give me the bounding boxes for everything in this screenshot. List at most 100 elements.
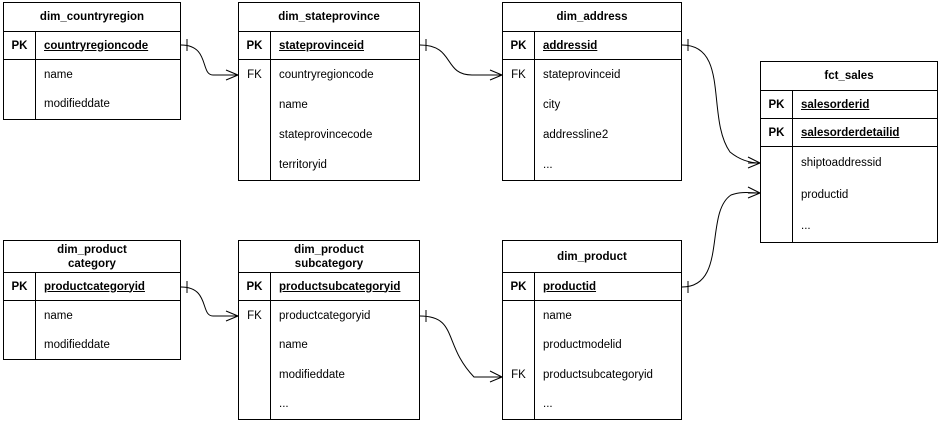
entity-title: fct_sales: [761, 62, 937, 91]
column-name: addressid: [534, 32, 681, 59]
key-column: FK: [239, 60, 270, 180]
entity-rows: PK addressid FK stateprovinceid city add…: [503, 32, 681, 180]
relationship-stateprovince-address[interactable]: [419, 39, 503, 81]
entity-fct-sales[interactable]: fct_sales PK salesorderid PK salesorderd…: [760, 61, 938, 243]
crows-foot-marker: [489, 69, 503, 81]
column-name: name: [279, 339, 308, 352]
relationship-countryregion-stateprovince[interactable]: [180, 39, 239, 81]
key-badge: [503, 90, 534, 120]
entity-dim-productsubcategory[interactable]: dim_product subcategory PK productsubcat…: [238, 240, 420, 420]
key-badge: FK: [511, 368, 526, 381]
column-name: ...: [543, 159, 553, 171]
column-name: modifieddate: [279, 368, 345, 381]
entity-rows: PK stateprovinceid FK countryregioncode …: [239, 32, 419, 180]
entity-dim-productcategory[interactable]: dim_product category PK productcategoryi…: [3, 240, 181, 360]
entity-title: dim_address: [503, 3, 681, 32]
key-badge: [239, 390, 270, 420]
edge-line: [180, 286, 238, 317]
entity-rows: PK productid FK name productmodelid prod…: [503, 273, 681, 419]
column-name: ...: [543, 398, 553, 411]
column-name: productsubcategoryid: [543, 368, 653, 381]
key-column: [761, 147, 792, 242]
key-badge: PK: [246, 39, 263, 52]
table-row-pk[interactable]: PK salesorderid: [761, 91, 937, 119]
table-row-pk[interactable]: PK productcategoryid: [4, 273, 180, 301]
attribute-rows: FK countryregioncode name stateprovincec…: [239, 60, 419, 180]
column-name: modifieddate: [44, 338, 110, 351]
entity-title: dim_product subcategory: [239, 241, 419, 273]
column-name: stateprovincecode: [279, 129, 373, 141]
column-name: name: [44, 68, 73, 81]
entity-title: dim_stateprovince: [239, 3, 419, 32]
entity-dim-address[interactable]: dim_address PK addressid FK stateprovinc…: [502, 2, 682, 181]
key-column: FK: [239, 301, 270, 419]
table-row-pk[interactable]: PK productid: [503, 273, 681, 301]
column-name: modifieddate: [44, 98, 110, 111]
key-column: FK: [503, 301, 534, 419]
attribute-rows: FK stateprovinceid city addressline2 ...: [503, 60, 681, 180]
column-name: productid: [801, 188, 849, 201]
crows-foot-marker: [225, 310, 239, 322]
key-badge: PK: [246, 280, 263, 293]
name-column: name productmodelid productsubcategoryid…: [534, 301, 681, 419]
crows-foot-marker: [747, 186, 761, 199]
key-badge: FK: [511, 69, 526, 81]
attribute-rows: FK name productmodelid productsubcategor…: [503, 301, 681, 419]
relationship-product-sales[interactable]: [681, 186, 761, 293]
key-badge: [239, 120, 270, 150]
entity-title: dim_countryregion: [4, 3, 180, 32]
column-name: productsubcategoryid: [270, 273, 419, 300]
entity-dim-stateprovince[interactable]: dim_stateprovince PK stateprovinceid FK …: [238, 2, 420, 181]
column-name: productid: [534, 273, 681, 300]
table-row-pk[interactable]: PK countryregioncode: [4, 32, 180, 60]
entity-rows: PK productcategoryid name modifieddate: [4, 273, 180, 359]
key-badge: [503, 331, 534, 361]
column-name: salesorderid: [792, 91, 937, 118]
table-row-pk[interactable]: PK productsubcategoryid: [239, 273, 419, 301]
entity-rows: PK countryregioncode name modifieddate: [4, 32, 180, 119]
relationship-productcategory-productsubcategory[interactable]: [180, 281, 239, 322]
relationship-productsubcategory-product[interactable]: [419, 310, 503, 383]
attribute-rows: FK productcategoryid name modifieddate .…: [239, 301, 419, 419]
entity-rows: PK productsubcategoryid FK productcatego…: [239, 273, 419, 419]
column-name: stateprovinceid: [543, 69, 621, 81]
key-badge: PK: [768, 126, 785, 139]
key-column: FK: [503, 60, 534, 180]
column-name: salesorderdetailid: [792, 119, 937, 146]
entity-dim-countryregion[interactable]: dim_countryregion PK countryregioncode n…: [3, 2, 181, 120]
entity-rows: PK salesorderid PK salesorderdetailid sh…: [761, 91, 937, 242]
key-badge: FK: [247, 69, 262, 81]
column-name: shiptoaddressid: [801, 156, 882, 169]
column-name: countryregioncode: [279, 69, 374, 81]
attribute-rows: name modifieddate: [4, 60, 180, 119]
column-name: productmodelid: [543, 339, 622, 352]
name-column: productcategoryid name modifieddate ...: [270, 301, 419, 419]
column-name: name: [44, 309, 73, 322]
key-badge: [761, 179, 792, 211]
relationship-address-sales[interactable]: [681, 39, 761, 169]
entity-dim-product[interactable]: dim_product PK productid FK name product…: [502, 240, 682, 420]
key-badge: PK: [768, 98, 785, 111]
edge-line: [681, 44, 761, 164]
name-column: countryregioncode name stateprovincecode…: [270, 60, 419, 180]
key-badge: [503, 390, 534, 420]
edge-line: [180, 44, 238, 76]
crows-foot-marker: [225, 69, 239, 81]
attribute-rows: shiptoaddressid productid ...: [761, 147, 937, 242]
edge-line: [419, 44, 502, 76]
key-badge: PK: [510, 39, 527, 52]
key-badge: PK: [510, 280, 527, 293]
edge-line: [419, 315, 502, 378]
table-row-pk[interactable]: PK salesorderdetailid: [761, 119, 937, 147]
key-badge: PK: [11, 280, 28, 293]
column-name: addressline2: [543, 129, 609, 141]
entity-title: dim_product category: [4, 241, 180, 273]
column-name: countryregioncode: [35, 32, 180, 59]
key-badge: [503, 120, 534, 150]
table-row-pk[interactable]: PK stateprovinceid: [239, 32, 419, 60]
table-row-pk[interactable]: PK addressid: [503, 32, 681, 60]
name-column: name modifieddate: [35, 301, 180, 359]
key-badge: [503, 150, 534, 180]
entity-title: dim_product: [503, 241, 681, 273]
